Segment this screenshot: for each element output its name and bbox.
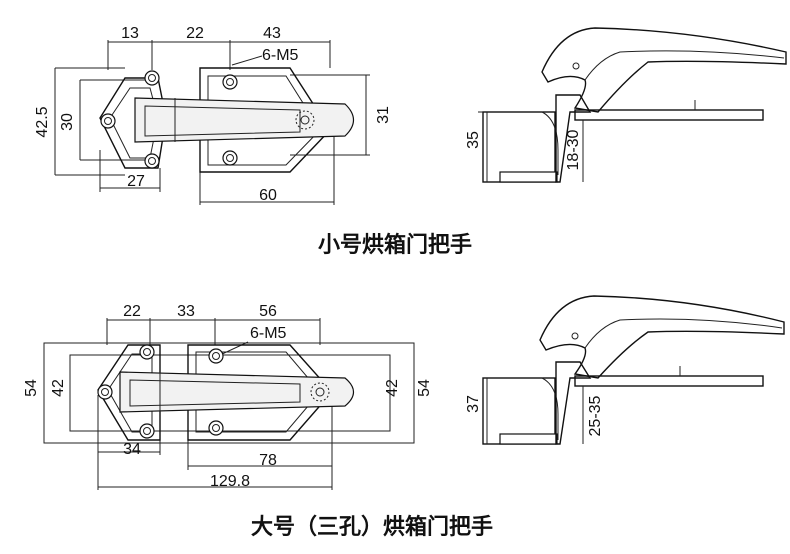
dim-label: 27	[127, 173, 145, 190]
dim-label: 22	[123, 303, 141, 320]
screw-hole-icon	[139, 423, 155, 439]
screw-hole-icon	[97, 384, 113, 400]
large-caption: 大号（三孔）烘箱门把手	[251, 514, 493, 540]
large-front-view: 22 33 56 6-M5 54 42 42 54 34 78 129.8	[23, 303, 433, 490]
dim-label: 30	[59, 113, 76, 131]
dim-label: 33	[177, 303, 195, 320]
small-front-view: 13 22 43 6-M5 42.5 30 31 27 60	[34, 25, 392, 205]
dim-label: 60	[259, 187, 277, 204]
dim-label: 54	[23, 379, 40, 397]
dim-label: 42.5	[34, 106, 51, 137]
dim-label: 13	[121, 25, 139, 42]
dim-label: 18-30	[565, 129, 582, 170]
screw-hole-icon	[222, 150, 238, 166]
dim-label: 25-35	[587, 395, 604, 436]
dim-label: 54	[416, 379, 433, 397]
screw-hole-icon	[100, 113, 116, 129]
screw-hole-icon	[139, 344, 155, 360]
small-caption: 小号烘箱门把手	[318, 232, 472, 258]
screw-spec-label: 6-M5	[250, 325, 287, 342]
screw-hole-icon	[208, 348, 224, 364]
small-side-view: 35 18-30	[465, 27, 787, 183]
screw-spec-label: 6-M5	[262, 47, 299, 64]
dim-label: 35	[465, 131, 482, 149]
dim-label: 37	[465, 395, 482, 413]
dim-label: 42	[384, 379, 401, 397]
dim-label: 78	[259, 452, 277, 469]
screw-hole-icon	[144, 153, 160, 169]
large-side-view: 37 25-35	[465, 295, 785, 445]
dim-label: 34	[123, 441, 141, 458]
latch-hook-icon	[541, 27, 787, 113]
dim-label: 43	[263, 25, 281, 42]
dim-label: 129.8	[210, 473, 250, 490]
dim-label: 56	[259, 303, 277, 320]
dim-label: 22	[186, 25, 204, 42]
latch-hook-icon	[539, 295, 785, 379]
screw-hole-icon	[222, 74, 238, 90]
screw-hole-icon	[208, 420, 224, 436]
dim-label: 31	[375, 106, 392, 124]
dim-label: 42	[50, 379, 67, 397]
screw-hole-icon	[144, 70, 160, 86]
